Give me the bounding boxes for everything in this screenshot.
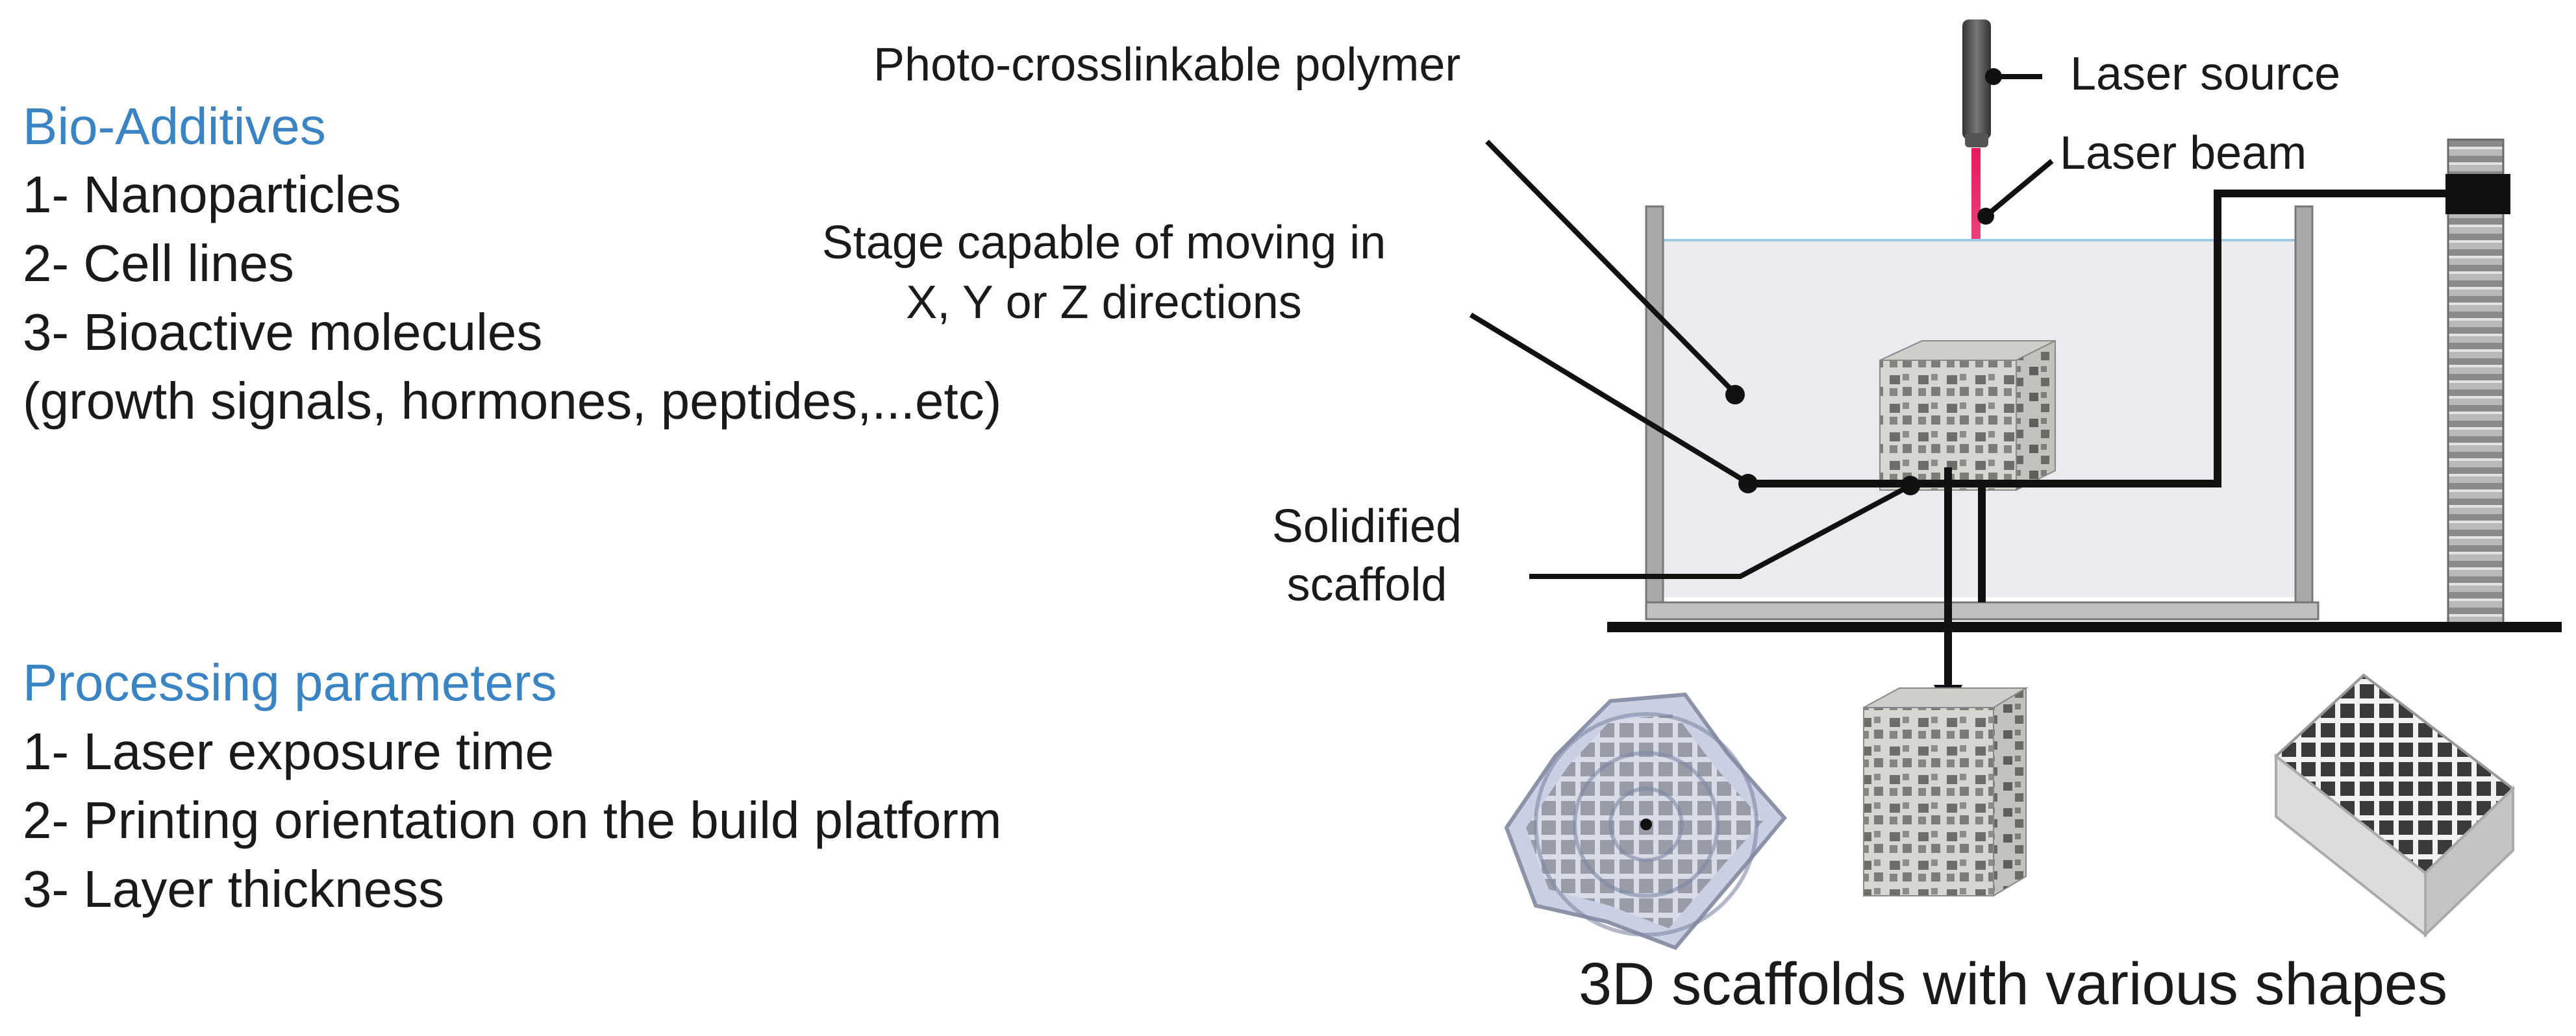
shapes-caption: 3D scaffolds with various shapes bbox=[1578, 951, 2448, 1017]
laser-source-cap bbox=[1965, 133, 1988, 147]
scaffold-label-line1: Solidified bbox=[1271, 500, 1462, 552]
stage-label-line2: X, Y or Z directions bbox=[906, 277, 1302, 328]
laser-beam-leader bbox=[1984, 158, 2054, 219]
hexagonal-scaffold bbox=[1504, 692, 1787, 950]
processing-item-1: 1- Laser exposure time bbox=[23, 722, 555, 780]
laser-source bbox=[1962, 19, 1991, 140]
screw-carriage bbox=[2445, 174, 2510, 214]
stage-label-line1: Stage capable of moving in bbox=[821, 217, 1386, 269]
processing-heading: Processing parameters bbox=[23, 654, 557, 711]
z-axis-screw bbox=[2447, 138, 2505, 624]
laser-source-label: Laser source bbox=[2070, 48, 2341, 100]
grid-block-scaffold bbox=[2273, 673, 2516, 938]
bio-additive-item-1: 1- Nanoparticles bbox=[23, 166, 401, 223]
processing-item-2: 2- Printing orientation on the build pla… bbox=[23, 791, 1002, 849]
bio-additives-heading: Bio-Additives bbox=[23, 97, 326, 155]
scaffold-side bbox=[2016, 339, 2056, 491]
polymer-leader-dot bbox=[1725, 385, 1745, 404]
scaffold-leader bbox=[1529, 483, 1912, 579]
cube-scaffold bbox=[1863, 687, 2029, 897]
vat-base bbox=[1645, 601, 2320, 621]
polymer-label: Photo-crosslinkable polymer bbox=[873, 39, 1461, 91]
vat-right-wall bbox=[2294, 205, 2314, 604]
laser-source-leader-dot bbox=[1985, 68, 2002, 85]
bio-additive-item-2: 2- Cell lines bbox=[23, 234, 294, 292]
bio-additive-item-3-detail: (growth signals, hormones, peptides,...e… bbox=[23, 372, 1002, 430]
stage-leader bbox=[1469, 312, 1750, 486]
polymer-leader bbox=[1485, 140, 1737, 395]
stage-leader-dot bbox=[1738, 474, 1758, 493]
laser-beam-label: Laser beam bbox=[2060, 127, 2307, 179]
bio-additive-item-3: 3- Bioactive molecules bbox=[23, 303, 543, 361]
scaffold-label-line2: scaffold bbox=[1286, 559, 1447, 611]
vat-left-wall bbox=[1645, 205, 1664, 604]
processing-item-3: 3- Layer thickness bbox=[23, 860, 445, 918]
laser-beam-leader-dot bbox=[1977, 208, 1994, 225]
scaffold-leader-dot bbox=[1901, 476, 1920, 495]
